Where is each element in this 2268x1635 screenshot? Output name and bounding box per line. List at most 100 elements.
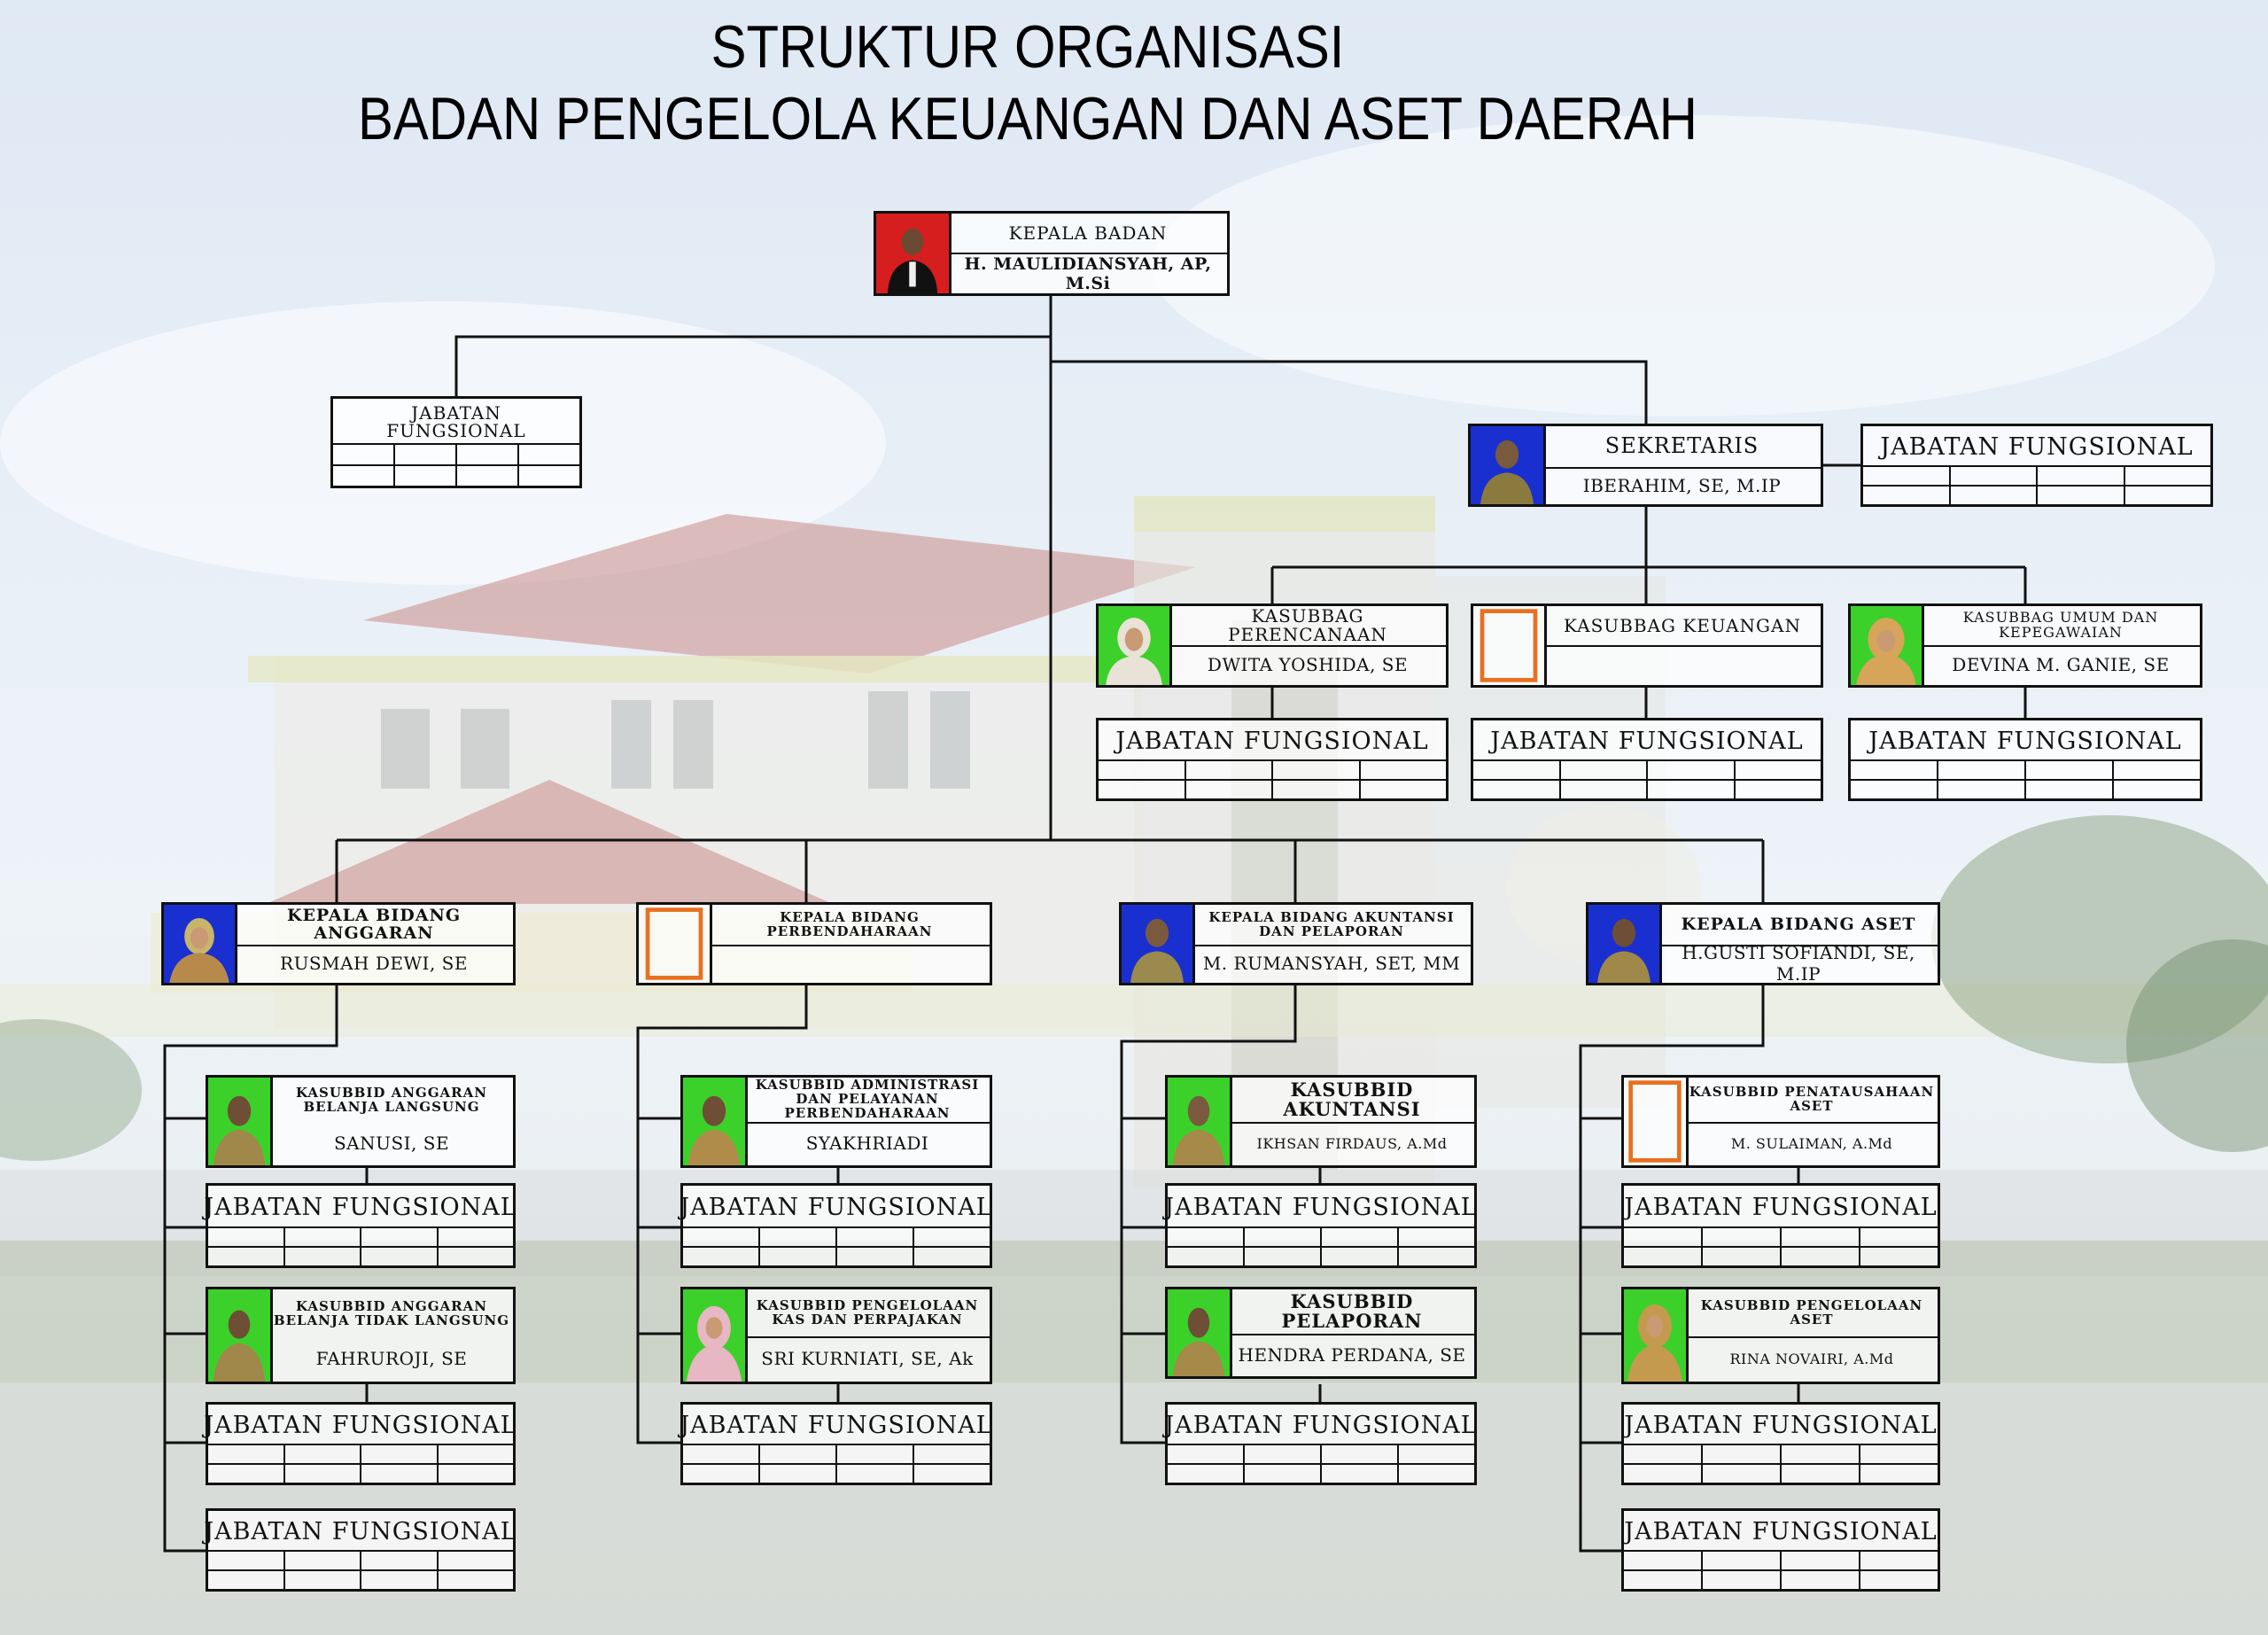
jf-label: JABATAN FUNGSIONAL [1624, 1517, 1938, 1545]
avatar [1122, 905, 1195, 983]
avatar-placeholder [639, 905, 712, 983]
node-kepala-bidang-perbendaharaan[interactable]: KEPALA BIDANG PERBENDAHARAAN [636, 902, 992, 985]
person-icon [213, 1310, 266, 1382]
person-name: H.GUSTI SOFIANDI, SE, M.IP [1682, 941, 1915, 985]
node-kasubbid-penatausahaan-aset[interactable]: KASUBBID PENATAUSAHAAN ASET M. SULAIMAN,… [1621, 1075, 1940, 1168]
jabatan-fungsional-perbendaharaan-2[interactable]: JABATAN FUNGSIONAL [680, 1402, 992, 1485]
node-kasubbid-akuntansi[interactable]: KASUBBID AKUNTANSI IKHSAN FIRDAUS, A.Md [1165, 1075, 1477, 1168]
jabatan-fungsional-anggaran-3[interactable]: JABATAN FUNGSIONAL [204, 1508, 517, 1592]
jabatan-fungsional-perencanaan[interactable]: JABATAN FUNGSIONAL [1096, 718, 1449, 801]
position-label: KEPALA BIDANG AKUNTANSI DAN PELAPORAN [1192, 905, 1471, 946]
jf-label: JABATAN FUNGSIONAL [1624, 1193, 1938, 1221]
jabatan-fungsional-umum[interactable]: JABATAN FUNGSIONAL [1848, 718, 2202, 801]
person-icon [1856, 618, 1916, 685]
avatar [683, 1289, 748, 1382]
avatar [208, 1078, 273, 1165]
node-kasubbid-pengelolaan-kas[interactable]: KASUBBID PENGELOLAAN KAS DAN PERPAJAKAN … [680, 1287, 992, 1384]
node-kasubbid-pengelolaan-aset[interactable]: KASUBBID PENGELOLAAN ASET RINA NOVAIRI, … [1621, 1287, 1940, 1384]
avatar [1168, 1289, 1232, 1376]
jf-label: JABATAN FUNGSIONAL [1115, 727, 1429, 755]
position-label: KASUBBID PENATAUSAHAAN ASET [1686, 1078, 1938, 1124]
avatar [683, 1078, 748, 1165]
person-name: HENDRA PERDANA, SE [1238, 1343, 1466, 1366]
person-name: SANUSI, SE [333, 1133, 450, 1154]
position-label: KASUBBAG UMUM DAN KEPEGAWAIAN [1922, 606, 2200, 647]
node-kepala-bidang-aset[interactable]: KEPALA BIDANG ASET H.GUSTI SOFIANDI, SE,… [1586, 902, 1940, 985]
avatar [1624, 1289, 1689, 1382]
position-label: KASUBBID AKUNTANSI [1230, 1078, 1474, 1124]
empty-photo-icon [1628, 1080, 1682, 1163]
person-icon [1480, 440, 1534, 504]
person-name: RINA NOVAIRI, A.Md [1729, 1350, 1894, 1367]
chart-title: STRUKTUR ORGANISASI [711, 13, 1345, 81]
jabatan-fungsional-akuntansi-1[interactable]: JABATAN FUNGSIONAL [1164, 1183, 1478, 1268]
person-icon [1627, 1304, 1683, 1382]
position-label: SEKRETARIS [1543, 426, 1821, 469]
position-label: KASUBBID ANGGARAN BELANJA LANGSUNG [295, 1085, 487, 1115]
jabatan-fungsional-anggaran-2[interactable]: JABATAN FUNGSIONAL [204, 1402, 517, 1485]
avatar-placeholder [1473, 606, 1547, 685]
person-name: DEVINA M. GANIE, SE [1952, 654, 2170, 675]
jabatan-fungsional-akuntansi-2[interactable]: JABATAN FUNGSIONAL [1164, 1402, 1478, 1485]
position-label: KASUBBAG KEUANGAN [1544, 606, 1821, 647]
position-label: KASUBBID PENGELOLAAN KAS DAN PERPAJAKAN [745, 1289, 990, 1338]
avatar [208, 1289, 273, 1382]
jabatan-fungsional-anggaran-1[interactable]: JABATAN FUNGSIONAL [204, 1183, 517, 1268]
person-name: RUSMAH DEWI, SE [280, 952, 468, 974]
chart-subtitle: BADAN PENGELOLA KEUANGAN DAN ASET DAERAH [357, 85, 1697, 152]
position-label: KASUBBID ADMINISTRASI DAN PELAYANAN PERB… [745, 1078, 990, 1124]
person-icon [1172, 1095, 1225, 1165]
person-icon [169, 917, 229, 983]
jabatan-fungsional-aset-2[interactable]: JABATAN FUNGSIONAL [1621, 1402, 1940, 1485]
person-icon [687, 1095, 741, 1165]
position-label: KASUBBID PENGELOLAAN ASET [1686, 1289, 1938, 1338]
position-label: KEPALA BIDANG ANGGARAN [235, 905, 513, 946]
node-kasubbag-keuangan[interactable]: KASUBBAG KEUANGAN [1471, 603, 1823, 688]
node-kasubbid-anggaran-belanja-tidak-langsung[interactable]: KASUBBID ANGGARAN BELANJA TIDAK LANGSUNG… [206, 1287, 516, 1384]
node-kasubbid-pelaporan[interactable]: KASUBBID PELAPORAN HENDRA PERDANA, SE [1165, 1287, 1477, 1379]
avatar [876, 214, 951, 293]
jf-label: JABATAN FUNGSIONAL [1868, 727, 2182, 755]
jabatan-fungsional-aset-3[interactable]: JABATAN FUNGSIONAL [1621, 1508, 1940, 1592]
avatar [1471, 426, 1546, 504]
person-name: SYAKHRIADI [805, 1133, 929, 1154]
jabatan-fungsional-perbendaharaan-1[interactable]: JABATAN FUNGSIONAL [680, 1183, 992, 1268]
avatar [1168, 1078, 1232, 1165]
jf-label: JABATAN FUNGSIONAL [204, 1517, 517, 1545]
node-kasubbid-administrasi-perbendaharaan[interactable]: KASUBBID ADMINISTRASI DAN PELAYANAN PERB… [680, 1075, 992, 1168]
jabatan-fungsional-keuangan[interactable]: JABATAN FUNGSIONAL [1471, 718, 1823, 801]
jabatan-fungsional-sekretariat[interactable]: JABATAN FUNGSIONAL [1860, 424, 2213, 507]
person-name [710, 943, 990, 983]
position-label: KASUBBID ANGGARAN BELANJA TIDAK LANGSUNG [273, 1297, 510, 1328]
jf-label: JABATAN FUNGSIONAL [1880, 432, 2194, 461]
node-kepala-bidang-anggaran[interactable]: KEPALA BIDANG ANGGARAN RUSMAH DEWI, SE [161, 902, 516, 985]
jabatan-fungsional-aset-1[interactable]: JABATAN FUNGSIONAL [1621, 1183, 1940, 1268]
jf-label: JABATAN FUNGSIONAL [1164, 1193, 1478, 1221]
person-name: SRI KURNIATI, SE, Ak [761, 1348, 974, 1369]
position-label: KASUBBID PELAPORAN [1230, 1289, 1474, 1335]
person-name: M. SULAIMAN, A.Md [1730, 1134, 1893, 1152]
empty-photo-icon [645, 907, 703, 980]
person-icon [1597, 918, 1651, 983]
person-name: FAHRUROJI, SE [315, 1348, 468, 1369]
node-kepala-bidang-akuntansi[interactable]: KEPALA BIDANG AKUNTANSI DAN PELAPORAN M.… [1119, 902, 1473, 985]
position-label: KASUBBAG PERENCANAAN [1169, 606, 1446, 647]
node-kasubbid-anggaran-belanja-langsung[interactable]: KASUBBID ANGGARAN BELANJA LANGSUNG SANUS… [206, 1075, 516, 1168]
position-label: KEPALA BADAN [949, 214, 1227, 254]
person-icon [1106, 618, 1162, 685]
jf-label: JABATAN FUNGSIONAL [680, 1411, 993, 1439]
jabatan-fungsional-top[interactable]: JABATAN FUNGSIONAL [330, 396, 582, 488]
avatar-placeholder [1624, 1078, 1689, 1165]
node-sekretaris[interactable]: SEKRETARIS IBERAHIM, SE, M.IP [1468, 424, 1823, 507]
person-icon [887, 228, 938, 293]
position-label: KEPALA BIDANG ASET [1659, 905, 1938, 946]
jf-label: JABATAN FUNGSIONAL [1164, 1411, 1478, 1439]
jf-label: JABATAN FUNGSIONAL [1490, 727, 1804, 755]
node-kasubbag-umum[interactable]: KASUBBAG UMUM DAN KEPEGAWAIAN DEVINA M. … [1848, 603, 2202, 688]
person-icon [686, 1305, 742, 1382]
jf-label: JABATAN FUNGSIONAL [1624, 1411, 1938, 1439]
person-name [1544, 644, 1821, 685]
node-kasubbag-perencanaan[interactable]: KASUBBAG PERENCANAAN DWITA YOSHIDA, SE [1096, 603, 1449, 688]
node-kepala-badan[interactable]: KEPALA BADAN H. MAULIDIANSYAH, AP, M.Si [874, 211, 1230, 296]
avatar [1588, 905, 1662, 983]
